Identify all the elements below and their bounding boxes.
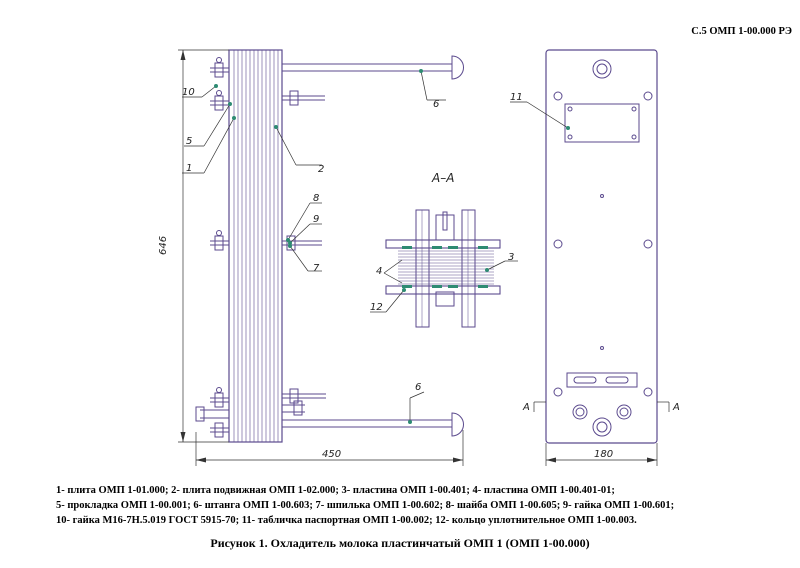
section-mark-left: А bbox=[522, 402, 530, 413]
callout-11: 11 bbox=[510, 92, 523, 103]
callout-10: 10 bbox=[182, 87, 195, 98]
callout-3: 3 bbox=[508, 252, 514, 263]
sealing-rings bbox=[402, 246, 488, 288]
section-mark-right: А bbox=[672, 402, 680, 413]
figure-caption: Рисунок 1. Охладитель молока пластинчаты… bbox=[210, 536, 590, 550]
callout-2: 2 bbox=[318, 164, 324, 175]
legend-line: 1- плита ОМП 1-01.000; 2- плита подвижна… bbox=[56, 485, 615, 496]
callout-7: 7 bbox=[313, 263, 320, 274]
legend-line: 10- гайка М16-7Н.5.019 ГОСТ 5915-70; 11-… bbox=[56, 515, 637, 526]
callout-1: 1 bbox=[186, 163, 192, 174]
sheet-reference: С.5 ОМП 1-00.000 РЭ bbox=[691, 26, 792, 37]
leader-markers bbox=[214, 69, 570, 424]
callout-6-top: 6 bbox=[433, 99, 439, 110]
front-view bbox=[533, 49, 670, 466]
section-title: А–А bbox=[431, 171, 454, 185]
callout-12: 12 bbox=[370, 302, 383, 313]
side-view bbox=[178, 49, 464, 466]
dimension-height: 646 bbox=[158, 236, 169, 255]
legend-line: 5- прокладка ОМП 1-00.001; 6- штанга ОМП… bbox=[56, 500, 675, 511]
callout-4: 4 bbox=[376, 266, 382, 277]
dimension-width: 180 bbox=[594, 449, 613, 460]
callout-8: 8 bbox=[313, 193, 319, 204]
dimension-length: 450 bbox=[322, 449, 341, 460]
callout-9: 9 bbox=[313, 214, 319, 225]
callout-5: 5 bbox=[186, 136, 192, 147]
parts-legend: 1- плита ОМП 1-01.000; 2- плита подвижна… bbox=[56, 483, 786, 528]
section-view bbox=[385, 209, 501, 328]
callout-6-bottom: 6 bbox=[415, 382, 421, 393]
technical-drawing: 10 5 1 2 6 8 9 7 6 11 4 3 12 А–А А А 646… bbox=[158, 49, 680, 466]
leader-lines bbox=[182, 70, 569, 422]
